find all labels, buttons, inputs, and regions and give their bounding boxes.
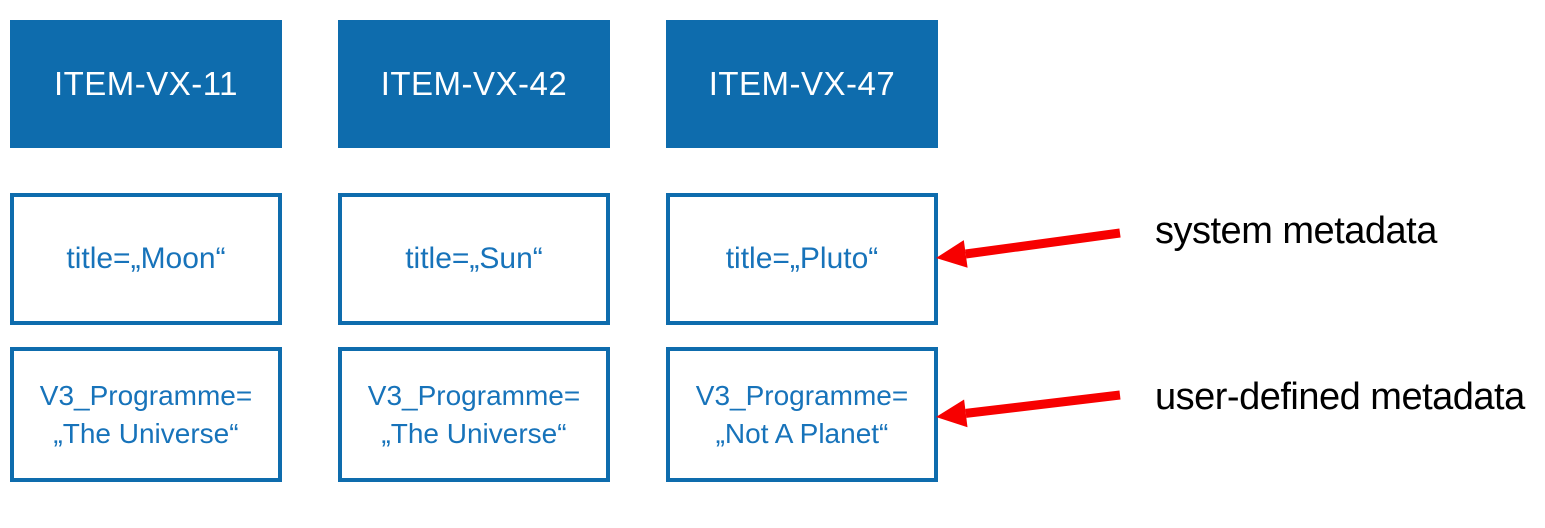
item-header-label: ITEM-VX-42 (380, 65, 568, 102)
user-defined-metadata-label: user-defined metadata (1155, 376, 1525, 418)
user-metadata-box-vx-42: V3_Programme= „The Universe“ (338, 347, 610, 482)
user-metadata-line2: „The Universe“ (53, 417, 239, 449)
user-metadata-line1: V3_Programme= (39, 379, 253, 411)
system-metadata-box-vx-47: title=„Pluto“ (666, 193, 938, 325)
system-metadata-box-vx-11: title=„Moon“ (10, 193, 282, 325)
item-header-vx-47: ITEM-VX-47 (666, 20, 938, 148)
user-metadata-box-vx-11: V3_Programme= „The Universe“ (10, 347, 282, 482)
item-header-label: ITEM-VX-47 (708, 65, 896, 102)
system-metadata-text: title=„Pluto“ (725, 242, 879, 275)
system-metadata-text: title=„Sun“ (405, 242, 543, 275)
user-metadata-line2: „Not A Planet“ (715, 417, 889, 449)
user-metadata-line2: „The Universe“ (381, 417, 567, 449)
user-metadata-line1: V3_Programme= (695, 379, 909, 411)
system-metadata-label: system metadata (1155, 210, 1437, 252)
user-metadata-line1: V3_Programme= (367, 379, 581, 411)
item-header-vx-42: ITEM-VX-42 (338, 20, 610, 148)
item-header-vx-11: ITEM-VX-11 (10, 20, 282, 148)
item-header-label: ITEM-VX-11 (53, 65, 239, 102)
user-defined-metadata-arrow-icon (936, 390, 1121, 428)
system-metadata-box-vx-42: title=„Sun“ (338, 193, 610, 325)
system-metadata-arrow-icon (936, 228, 1121, 268)
user-metadata-box-vx-47: V3_Programme= „Not A Planet“ (666, 347, 938, 482)
system-metadata-text: title=„Moon“ (66, 242, 226, 275)
